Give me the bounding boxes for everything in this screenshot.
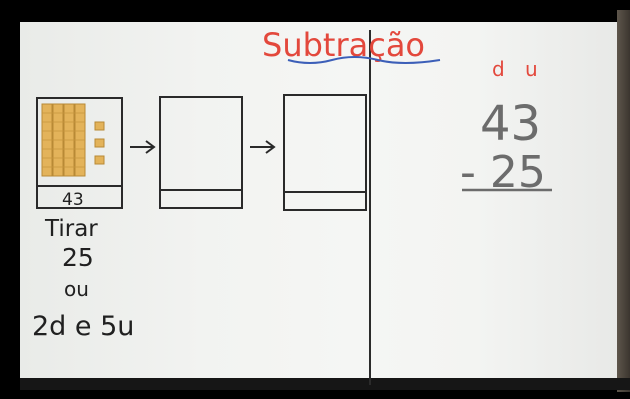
title-underline [287, 56, 441, 64]
instruction-alt: 2d e 5u [32, 311, 134, 342]
minuend-text: 43 [480, 96, 541, 152]
box-1 [36, 97, 123, 209]
box-3 [283, 94, 367, 211]
arrow-1 [130, 140, 156, 154]
box-2 [159, 96, 243, 209]
header-tens: d [492, 57, 505, 81]
arrow-2 [250, 140, 276, 154]
unit-cube-2 [94, 138, 105, 148]
header-units: u [525, 57, 538, 81]
board-tray [20, 378, 630, 390]
unit-cube-1 [94, 121, 105, 131]
instruction-ou: ou [64, 277, 89, 301]
instruction-number: 25 [62, 243, 94, 272]
box-1-label: 43 [62, 190, 84, 210]
rod-grid-lines [42, 112, 85, 168]
base-ten-blocks [41, 103, 105, 177]
board-frame-edge [617, 10, 630, 392]
unit-cube-3 [94, 155, 105, 165]
instruction-tirar: Tirar [44, 216, 98, 242]
